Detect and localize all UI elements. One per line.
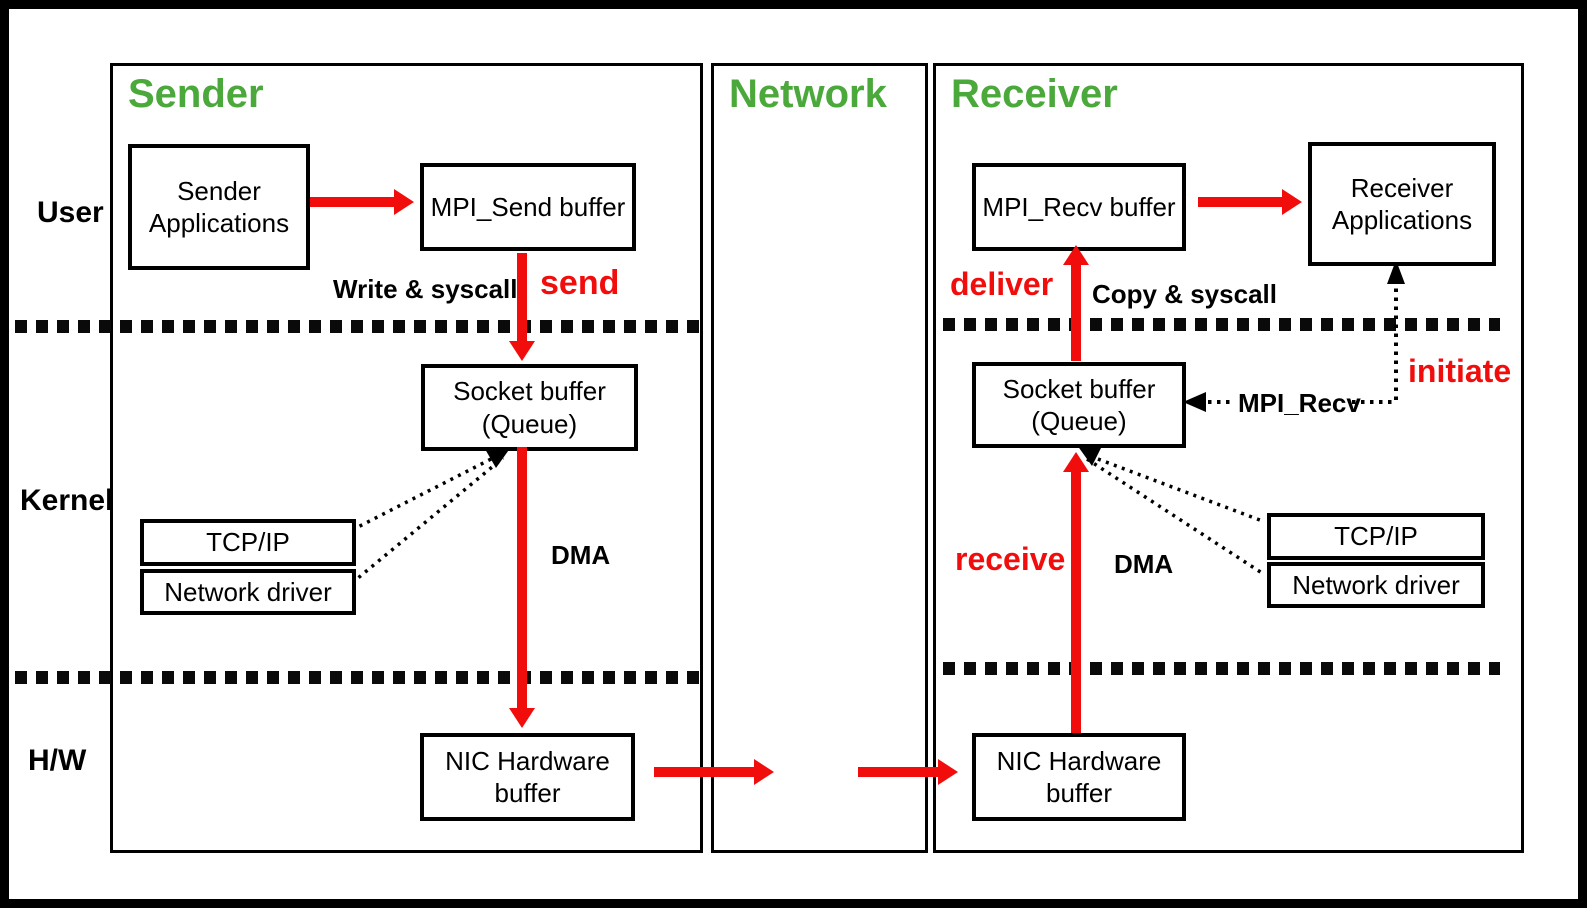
- sender-panel-title: Sender: [128, 72, 264, 116]
- write-syscall-label: Write & syscall: [333, 274, 518, 304]
- sender-applications-box: Sender Applications: [128, 144, 310, 270]
- receiver-socket-buffer-box: Socket buffer (Queue): [972, 362, 1186, 448]
- receiver-network-driver-box: Network driver: [1267, 562, 1485, 608]
- deliver-arrowhead: [1063, 245, 1089, 265]
- receiver-kernel-hw-divider: [943, 662, 1500, 675]
- receiver-tcpip-label: TCP/IP: [1334, 521, 1418, 552]
- receiver-network-driver-label: Network driver: [1292, 569, 1460, 600]
- sender-tcpip-label: TCP/IP: [206, 527, 290, 558]
- mpi-recv-to-apps-arrowhead: [1282, 189, 1302, 215]
- sender-nic-buffer-box: NIC Hardware buffer: [420, 733, 635, 821]
- network-to-receiver-nic-arrowhead: [938, 759, 958, 785]
- receiver-nic-buffer-label-line2: buffer: [1045, 778, 1112, 808]
- sender-tcpip-box: TCP/IP: [140, 519, 356, 566]
- receiver-user-kernel-divider: [943, 318, 1500, 331]
- copy-syscall-label: Copy & syscall: [1092, 279, 1277, 309]
- receiver-nic-buffer-label-line1: NIC Hardware: [996, 745, 1162, 776]
- mpi-send-buffer-label: MPI_Send buffer: [430, 191, 626, 222]
- sender-applications-label-line2: Applications: [148, 208, 290, 238]
- receiver-panel-title: Receiver: [951, 72, 1118, 116]
- sender-network-driver-box: Network driver: [140, 569, 356, 615]
- sender-socket-buffer-label-line1: Socket buffer: [453, 376, 606, 406]
- receiver-socket-buffer-label-line2: (Queue): [1031, 406, 1127, 436]
- receiver-applications-box: Receiver Applications: [1308, 142, 1496, 266]
- sender-dma-label: DMA: [551, 540, 611, 570]
- receiver-panel: Receiver: [933, 63, 1524, 853]
- send-arrowhead: [509, 341, 535, 361]
- sender-nic-buffer-label-line2: buffer: [494, 778, 561, 808]
- deliver-label: deliver: [950, 266, 1054, 302]
- sender-kernel-hw-divider: [15, 671, 708, 684]
- receive-arrowhead: [1063, 452, 1089, 472]
- sender-nic-to-network-arrowhead: [754, 759, 774, 785]
- row-label-kernel: Kernel: [20, 484, 114, 517]
- initiate-label: initiate: [1408, 353, 1512, 389]
- receiver-tcpip-box: TCP/IP: [1267, 513, 1485, 560]
- receive-label: receive: [955, 541, 1066, 577]
- sender-socket-buffer-label-line2: (Queue): [481, 408, 578, 439]
- sender-socket-buffer-box: Socket buffer (Queue): [421, 364, 638, 451]
- mpi-recv-call-label: MPI_Recv: [1238, 388, 1361, 418]
- receiver-applications-label-line2: Applications: [1331, 205, 1473, 235]
- sender-nic-buffer-label-line1: NIC Hardware: [445, 745, 610, 776]
- sender-user-kernel-divider: [15, 320, 708, 333]
- mpi-send-buffer-box: MPI_Send buffer: [420, 163, 636, 251]
- receiver-dma-label: DMA: [1114, 549, 1174, 579]
- mpi-recv-buffer-box: MPI_Recv buffer: [972, 163, 1186, 251]
- row-label-hw: H/W: [28, 744, 87, 777]
- row-label-user: User: [37, 196, 104, 229]
- network-panel-title: Network: [729, 72, 887, 116]
- sender-network-driver-label: Network driver: [164, 576, 332, 607]
- receiver-nic-buffer-box: NIC Hardware buffer: [972, 733, 1186, 821]
- sender-applications-label-line1: Sender: [177, 175, 261, 206]
- send-label: send: [540, 264, 620, 302]
- receiver-applications-label-line1: Receiver: [1350, 172, 1454, 203]
- sender-dma-arrowhead: [509, 708, 535, 728]
- sender-apps-to-mpi-arrowhead: [394, 189, 414, 215]
- mpi-recv-buffer-label: MPI_Recv buffer: [982, 191, 1176, 222]
- network-panel: Network: [711, 63, 928, 853]
- sender-panel: Sender: [110, 63, 703, 853]
- receiver-socket-buffer-label-line1: Socket buffer: [1002, 373, 1156, 404]
